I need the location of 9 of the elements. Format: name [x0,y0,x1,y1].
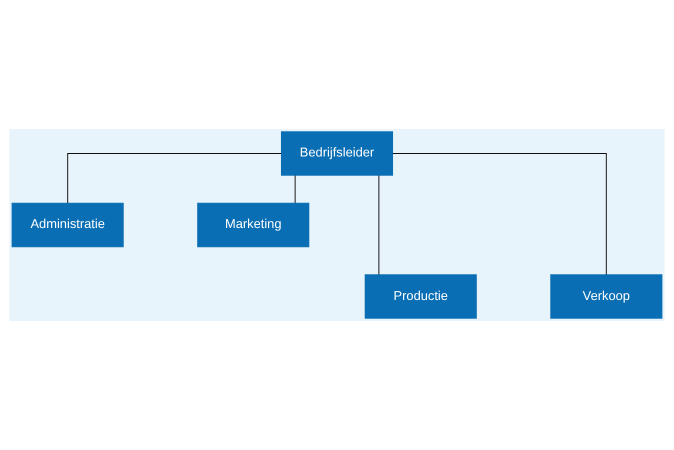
node-box: Administratie [12,202,124,248]
connector [378,175,380,275]
node-box: Bedrijfsleider [280,131,394,176]
connector [294,175,296,204]
connector [67,153,282,204]
node-box: Productie [364,274,477,319]
connector [392,153,607,275]
node-box: Marketing [197,202,310,248]
node-box: Verkoop [550,274,662,319]
